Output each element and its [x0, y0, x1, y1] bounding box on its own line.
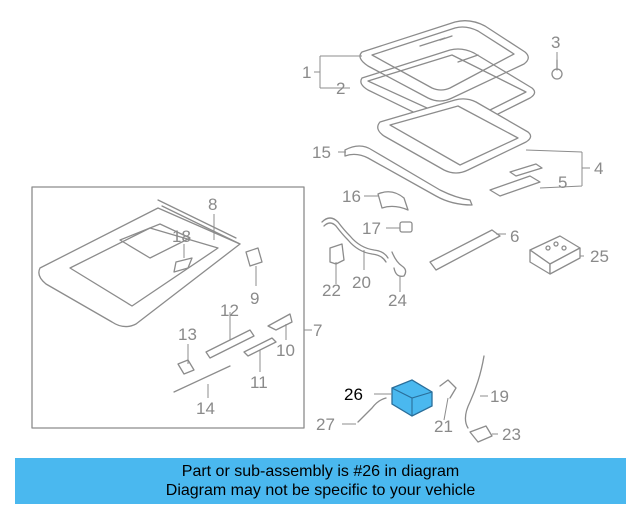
part-21: [439, 379, 457, 399]
seal-part: [360, 48, 536, 132]
deflector-part: [344, 145, 473, 206]
sub-assembly-box: [31, 186, 305, 429]
parts-diagram: 1 2 3 4 5 6 7 8 9 10 11 12 13 14 15 16 1…: [31, 20, 609, 444]
part-27: [357, 397, 387, 423]
part-26-highlighted: [391, 379, 433, 417]
callout-20: 20: [352, 273, 371, 292]
banner-line-part-number: Part or sub-assembly is #26 in diagram: [181, 463, 460, 480]
callout-11: 11: [250, 373, 268, 392]
callout-19: 19: [490, 387, 509, 406]
callout-5: 5: [558, 173, 567, 192]
callout-10: 10: [276, 341, 295, 360]
callout-25: 25: [590, 247, 609, 266]
part-14: [173, 365, 231, 393]
callout-8: 8: [208, 195, 217, 214]
callout-22: 22: [322, 281, 341, 300]
roof-frame-part: [38, 199, 241, 328]
info-banner: Part or sub-assembly is #26 in diagram D…: [15, 458, 626, 504]
strip-part: [377, 191, 409, 211]
part-12: [205, 329, 255, 359]
part-11: [243, 337, 277, 357]
motor-part: [529, 235, 581, 275]
callout-13: 13: [178, 325, 197, 344]
frame-part: [377, 98, 543, 197]
part-18: [173, 257, 193, 273]
callout-1: 1: [302, 63, 311, 82]
clip-part: [399, 221, 413, 233]
callout-2: 2: [336, 79, 345, 98]
bracket-part: [329, 243, 345, 265]
callout-17: 17: [362, 219, 381, 238]
callout-9: 9: [250, 289, 259, 308]
bolt-part: [551, 59, 563, 80]
glass-panel-part: [359, 20, 529, 102]
callout-16: 16: [342, 187, 361, 206]
part-23: [469, 425, 493, 443]
rail-part: [429, 229, 501, 271]
callout-26: 26: [344, 385, 363, 404]
banner-line-disclaimer: Diagram may not be specific to your vehi…: [165, 482, 476, 499]
callout-23: 23: [502, 425, 521, 444]
callout-6: 6: [510, 227, 519, 246]
part-19: [464, 355, 485, 429]
callout-15: 15: [312, 143, 331, 162]
callout-18: 18: [172, 227, 191, 246]
callout-7: 7: [313, 321, 322, 340]
part-13: [177, 359, 195, 375]
hose-part: [321, 217, 389, 259]
callout-24: 24: [388, 291, 407, 310]
callout-14: 14: [196, 399, 215, 418]
callout-21: 21: [434, 417, 453, 436]
hook-part: [391, 251, 407, 277]
part-10: [267, 313, 293, 331]
part-9: [245, 247, 263, 267]
callout-27: 27: [316, 415, 335, 434]
callout-4: 4: [594, 159, 603, 178]
callout-3: 3: [551, 33, 560, 52]
callout-12: 12: [220, 301, 239, 320]
